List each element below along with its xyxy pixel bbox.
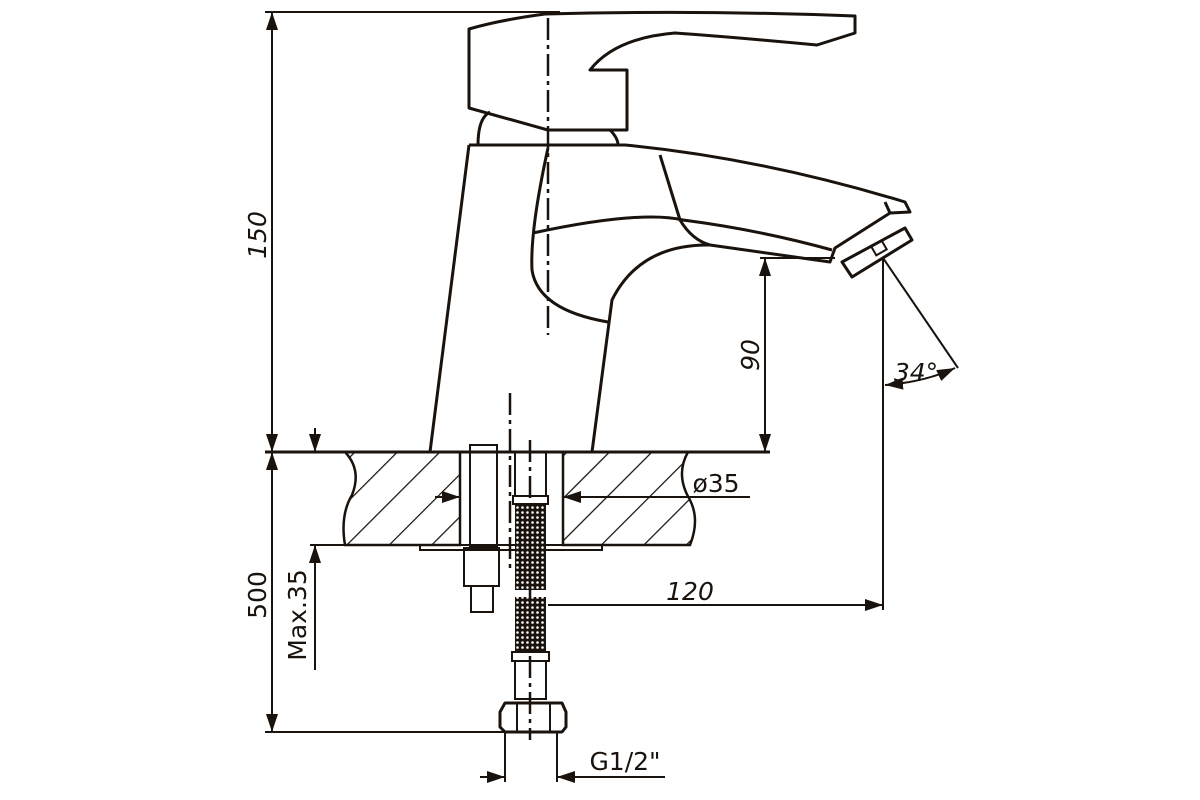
countertop-section	[342, 450, 697, 551]
dimension-hole-diameter: ø35	[435, 469, 750, 503]
dim-120-label: 120	[666, 577, 714, 606]
dim-max35-label: Max.35	[283, 569, 312, 660]
dim-34-label: 34°	[894, 358, 938, 387]
dimension-thread: G1/2"	[480, 732, 665, 783]
dimension-spout-height: 90	[736, 257, 835, 452]
flexible-hose	[498, 440, 568, 740]
dimension-spout-reach: 120	[548, 258, 884, 611]
dim-90-label: 90	[736, 339, 765, 371]
dimension-spray-angle: 34°	[882, 257, 959, 390]
dimension-max-thickness: Max.35	[283, 428, 345, 670]
dim-diameter-label: ø35	[692, 469, 739, 498]
dim-150-label: 150	[243, 211, 272, 259]
faucet-body	[428, 10, 914, 453]
mounting-stud	[463, 393, 512, 613]
dim-thread-label: G1/2"	[589, 747, 660, 776]
dimension-hose-length: 500	[243, 452, 505, 733]
dim-500-label: 500	[243, 571, 272, 619]
dimension-total-height: 150	[243, 12, 278, 452]
